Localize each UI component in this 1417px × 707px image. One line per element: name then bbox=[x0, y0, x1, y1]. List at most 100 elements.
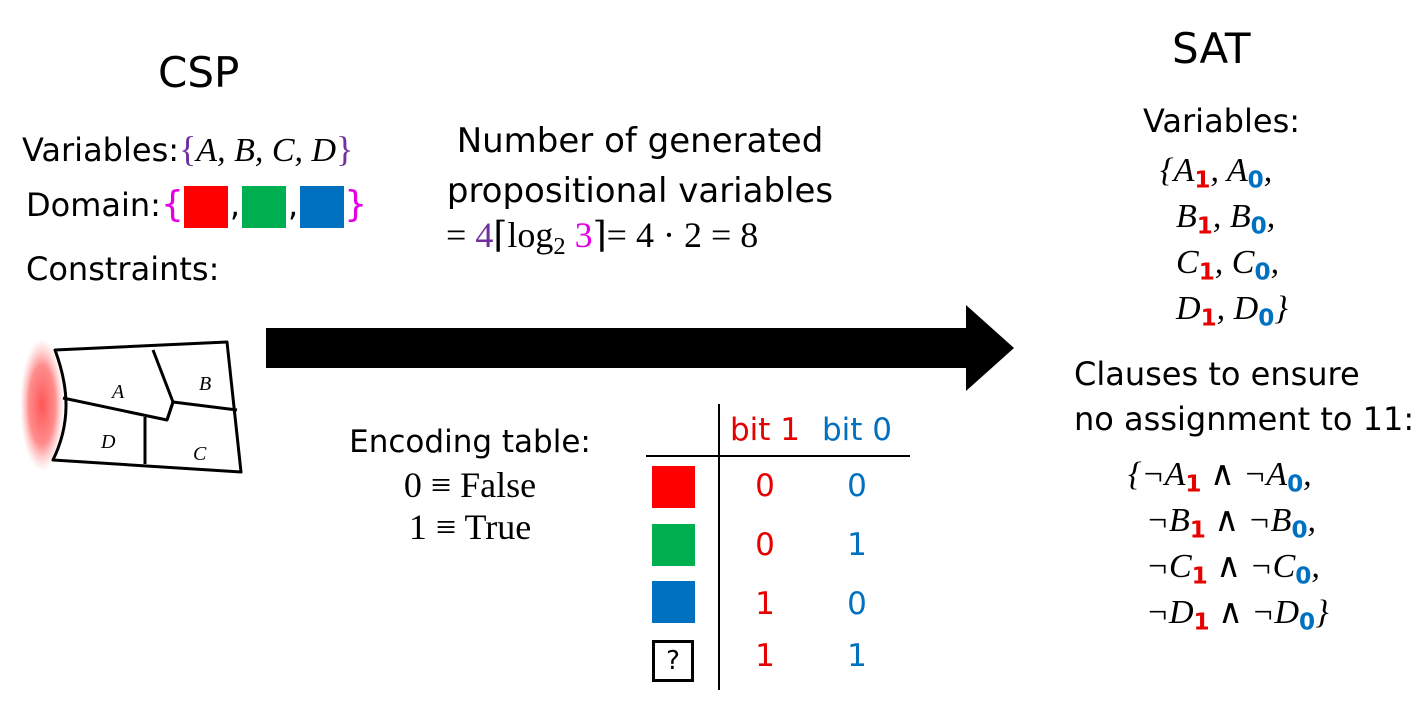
and: ∧ ¬ bbox=[1209, 594, 1275, 631]
sub-low: 0 bbox=[1258, 305, 1275, 332]
sat-var-line: D1, D0} bbox=[1176, 290, 1288, 332]
sub-high: 1 bbox=[1200, 305, 1217, 332]
table-vline bbox=[718, 404, 720, 690]
sat-var-line: B1, B0, bbox=[1176, 198, 1276, 240]
csp-variable-list: A, B, C, D bbox=[196, 132, 337, 169]
sat-variables-label: Variables: bbox=[1143, 102, 1301, 140]
csp-variables-label: Variables: bbox=[22, 131, 180, 169]
and: ∧ ¬ bbox=[1201, 456, 1267, 493]
csp-title: CSP bbox=[158, 48, 240, 97]
csp-domain-row: Domain:{,,} bbox=[26, 184, 367, 228]
neg: ¬ bbox=[1146, 502, 1169, 539]
lit-b0: B bbox=[1270, 502, 1292, 539]
encoding-legend: Encoding table: 0 ≡ False 1 ≡ True bbox=[340, 424, 600, 548]
lit-c1: C bbox=[1168, 548, 1192, 585]
sub-low: 0 bbox=[1295, 563, 1312, 590]
domain-red-swatch bbox=[183, 186, 228, 228]
var-d0: D bbox=[1233, 290, 1259, 327]
sub-low: 0 bbox=[1291, 517, 1308, 544]
separator: } bbox=[1315, 594, 1329, 631]
row-swatch-red bbox=[652, 466, 695, 508]
domain-blue-swatch bbox=[300, 186, 345, 228]
region-label-d: D bbox=[100, 431, 116, 453]
sub-high: 1 bbox=[1185, 471, 1202, 498]
formula-log: log bbox=[507, 215, 554, 255]
var-d1: D bbox=[1176, 290, 1201, 327]
sat-clause-line: ¬C1 ∧ ¬C0, bbox=[1128, 544, 1368, 590]
sat-clause-list: {¬A1 ∧ ¬A0,¬B1 ∧ ¬B0,¬C1 ∧ ¬C0,¬D1 ∧ ¬D0… bbox=[1128, 452, 1368, 636]
formula-log-base: 2 bbox=[553, 232, 566, 260]
row0-bit1: 0 bbox=[755, 468, 775, 504]
row1-bit1: 0 bbox=[755, 527, 775, 563]
sat-clauses-label: Clauses to ensure no assignment to 11: bbox=[1074, 352, 1414, 442]
encoding-true: 1 ≡ True bbox=[408, 507, 532, 547]
open-brace: { bbox=[1128, 456, 1142, 493]
sub-high: 1 bbox=[1194, 167, 1211, 194]
csp-domain-label: Domain: bbox=[26, 186, 161, 224]
heading-line-2: propositional variables bbox=[446, 171, 834, 211]
formula-result: = 4 · 2 = 8 bbox=[606, 215, 759, 255]
separator: , bbox=[1266, 198, 1276, 235]
csp-constraints-label: Constraints: bbox=[26, 250, 220, 288]
region-label-a: A bbox=[110, 381, 125, 403]
heading-line-1: Number of generated bbox=[456, 121, 824, 161]
arrow-csp-to-sat bbox=[266, 305, 1014, 391]
row2-bit1: 1 bbox=[755, 586, 775, 622]
row2-bit0: 0 bbox=[847, 586, 867, 622]
neg: ¬ bbox=[1141, 456, 1165, 493]
separator: , bbox=[1270, 244, 1280, 281]
glow-highlight bbox=[20, 339, 64, 471]
constraint-map: A B D C bbox=[20, 339, 243, 474]
lit-b1: B bbox=[1168, 502, 1190, 539]
sub-low: 0 bbox=[1254, 259, 1271, 286]
region-label-c: C bbox=[193, 443, 207, 465]
row0-bit0: 0 bbox=[847, 468, 867, 504]
formula-equals: = bbox=[446, 215, 467, 255]
sat-title: SAT bbox=[1172, 24, 1251, 73]
encoding-table: bit 1 bit 0 0 0 0 1 1 0 ? 1 1 bbox=[640, 400, 920, 700]
sat-clause-line: {¬A1 ∧ ¬A0, bbox=[1128, 452, 1368, 498]
lit-a0: A bbox=[1266, 456, 1288, 493]
sat-clause-line: ¬B1 ∧ ¬B0, bbox=[1128, 498, 1368, 544]
sub-low: 0 bbox=[1247, 167, 1264, 194]
sub-low: 0 bbox=[1287, 471, 1304, 498]
var-a0: A bbox=[1226, 152, 1248, 189]
sub-high: 1 bbox=[1193, 609, 1210, 636]
domain-green-swatch bbox=[242, 186, 287, 228]
sat-variable-list: {A1, A0,B1, B0,C1, C0,D1, D0} bbox=[1140, 148, 1310, 332]
ceil-left: ⌈ bbox=[493, 215, 508, 255]
generated-vars-heading: Number of generated propositional variab… bbox=[420, 116, 860, 216]
separator: } bbox=[1274, 290, 1288, 327]
lit-a1: A bbox=[1164, 456, 1186, 493]
clauses-line-2: no assignment to 11: bbox=[1074, 400, 1415, 438]
separator: , bbox=[1303, 456, 1312, 493]
sub-high: 1 bbox=[1196, 213, 1213, 240]
clauses-line-1: Clauses to ensure bbox=[1074, 355, 1360, 393]
var-c1: C bbox=[1176, 244, 1199, 281]
csp-variables-row: Variables:{A, B, C, D} bbox=[22, 128, 353, 170]
var-a1: A bbox=[1173, 152, 1195, 189]
header-bit0: bit 0 bbox=[821, 412, 893, 448]
arrow-shape bbox=[266, 305, 1014, 391]
and: ∧ ¬ bbox=[1205, 502, 1271, 539]
var-c0: C bbox=[1231, 244, 1255, 281]
sat-var-line: {A1, A0, bbox=[1160, 152, 1273, 194]
table-hline bbox=[646, 455, 910, 457]
header-bit1: bit 1 bbox=[729, 412, 801, 448]
sub-high: 1 bbox=[1191, 563, 1208, 590]
close-brace: } bbox=[336, 129, 354, 169]
sub-high: 1 bbox=[1198, 259, 1215, 286]
separator: , bbox=[1263, 152, 1273, 189]
row-swatch-unknown: ? bbox=[652, 640, 694, 682]
row3-bit0: 1 bbox=[847, 638, 867, 674]
var-b0: B bbox=[1229, 198, 1251, 235]
csp-variable-b: B bbox=[234, 132, 255, 169]
and: ∧ ¬ bbox=[1207, 548, 1273, 585]
ceil-right: ⌉ bbox=[592, 215, 607, 255]
map-outline bbox=[51, 340, 243, 474]
neg: ¬ bbox=[1146, 594, 1169, 631]
region-border-bc bbox=[165, 400, 238, 421]
csp-variable-d: D bbox=[311, 132, 337, 169]
csp-variable-c: C bbox=[271, 132, 295, 169]
lit-c0: C bbox=[1272, 548, 1296, 585]
